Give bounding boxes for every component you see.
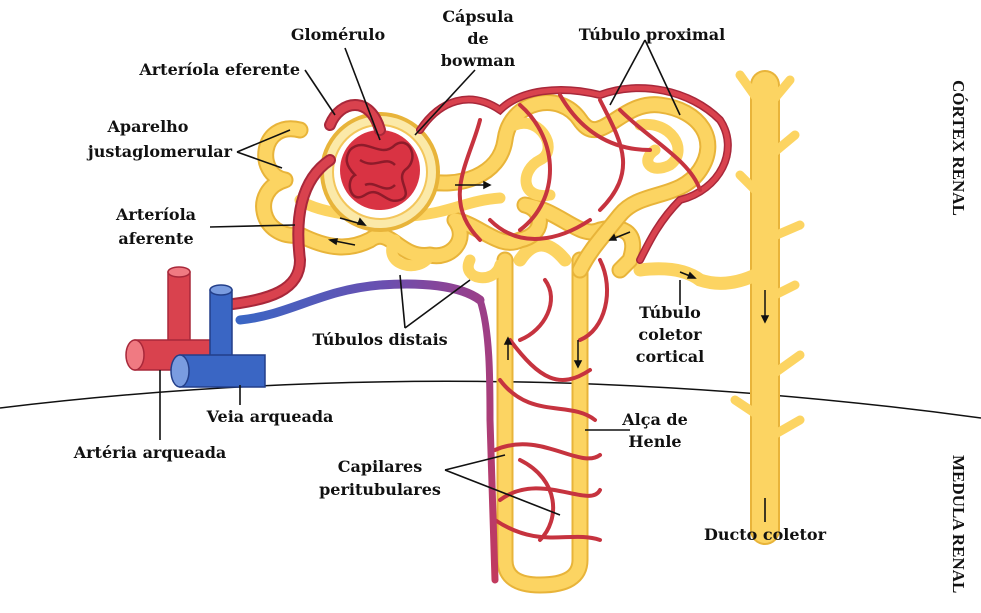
label-tubulo-proximal: Túbulo proximal [579, 25, 726, 44]
label-tubulos-distais: Túbulos distais [312, 330, 447, 349]
label-aparelho-1: Aparelho [107, 117, 189, 136]
label-glomerulo: Glomérulo [291, 25, 386, 44]
label-arteria-arqueada: Artéria arqueada [73, 443, 227, 462]
label-tubulo-coletor-1: Túbulo [639, 303, 701, 322]
loop-of-henle [505, 245, 580, 585]
label-alca-henle-1: Alça de [621, 410, 688, 429]
label-aparelho-2: justaglomerular [86, 142, 233, 161]
label-capsula-3: bowman [441, 51, 516, 70]
label-capsula-2: de [467, 29, 488, 48]
glomerulus [340, 130, 420, 210]
region-medulla-label: MEDULA RENAL [949, 455, 968, 593]
label-capilares-1: Capilares [338, 457, 422, 476]
label-alca-henle-2: Henle [628, 432, 681, 451]
label-ducto-coletor: Ducto coletor [704, 525, 827, 544]
label-capsula-1: Cápsula [442, 7, 513, 26]
label-tubulo-coletor-3: cortical [636, 347, 705, 366]
label-veia-arqueada: Veia arqueada [206, 407, 334, 426]
label-capilares-2: peritubulares [319, 480, 441, 499]
label-tubulo-coletor-2: coletor [638, 325, 702, 344]
label-arteriola-eferente: Arteríola eferente [138, 60, 300, 79]
label-arteriola-aferente-1: Arteríola [115, 205, 196, 224]
region-cortex-label: CÓRTEX RENAL [949, 80, 968, 216]
label-arteriola-aferente-2: aferente [118, 229, 193, 248]
venous-return [240, 284, 495, 580]
